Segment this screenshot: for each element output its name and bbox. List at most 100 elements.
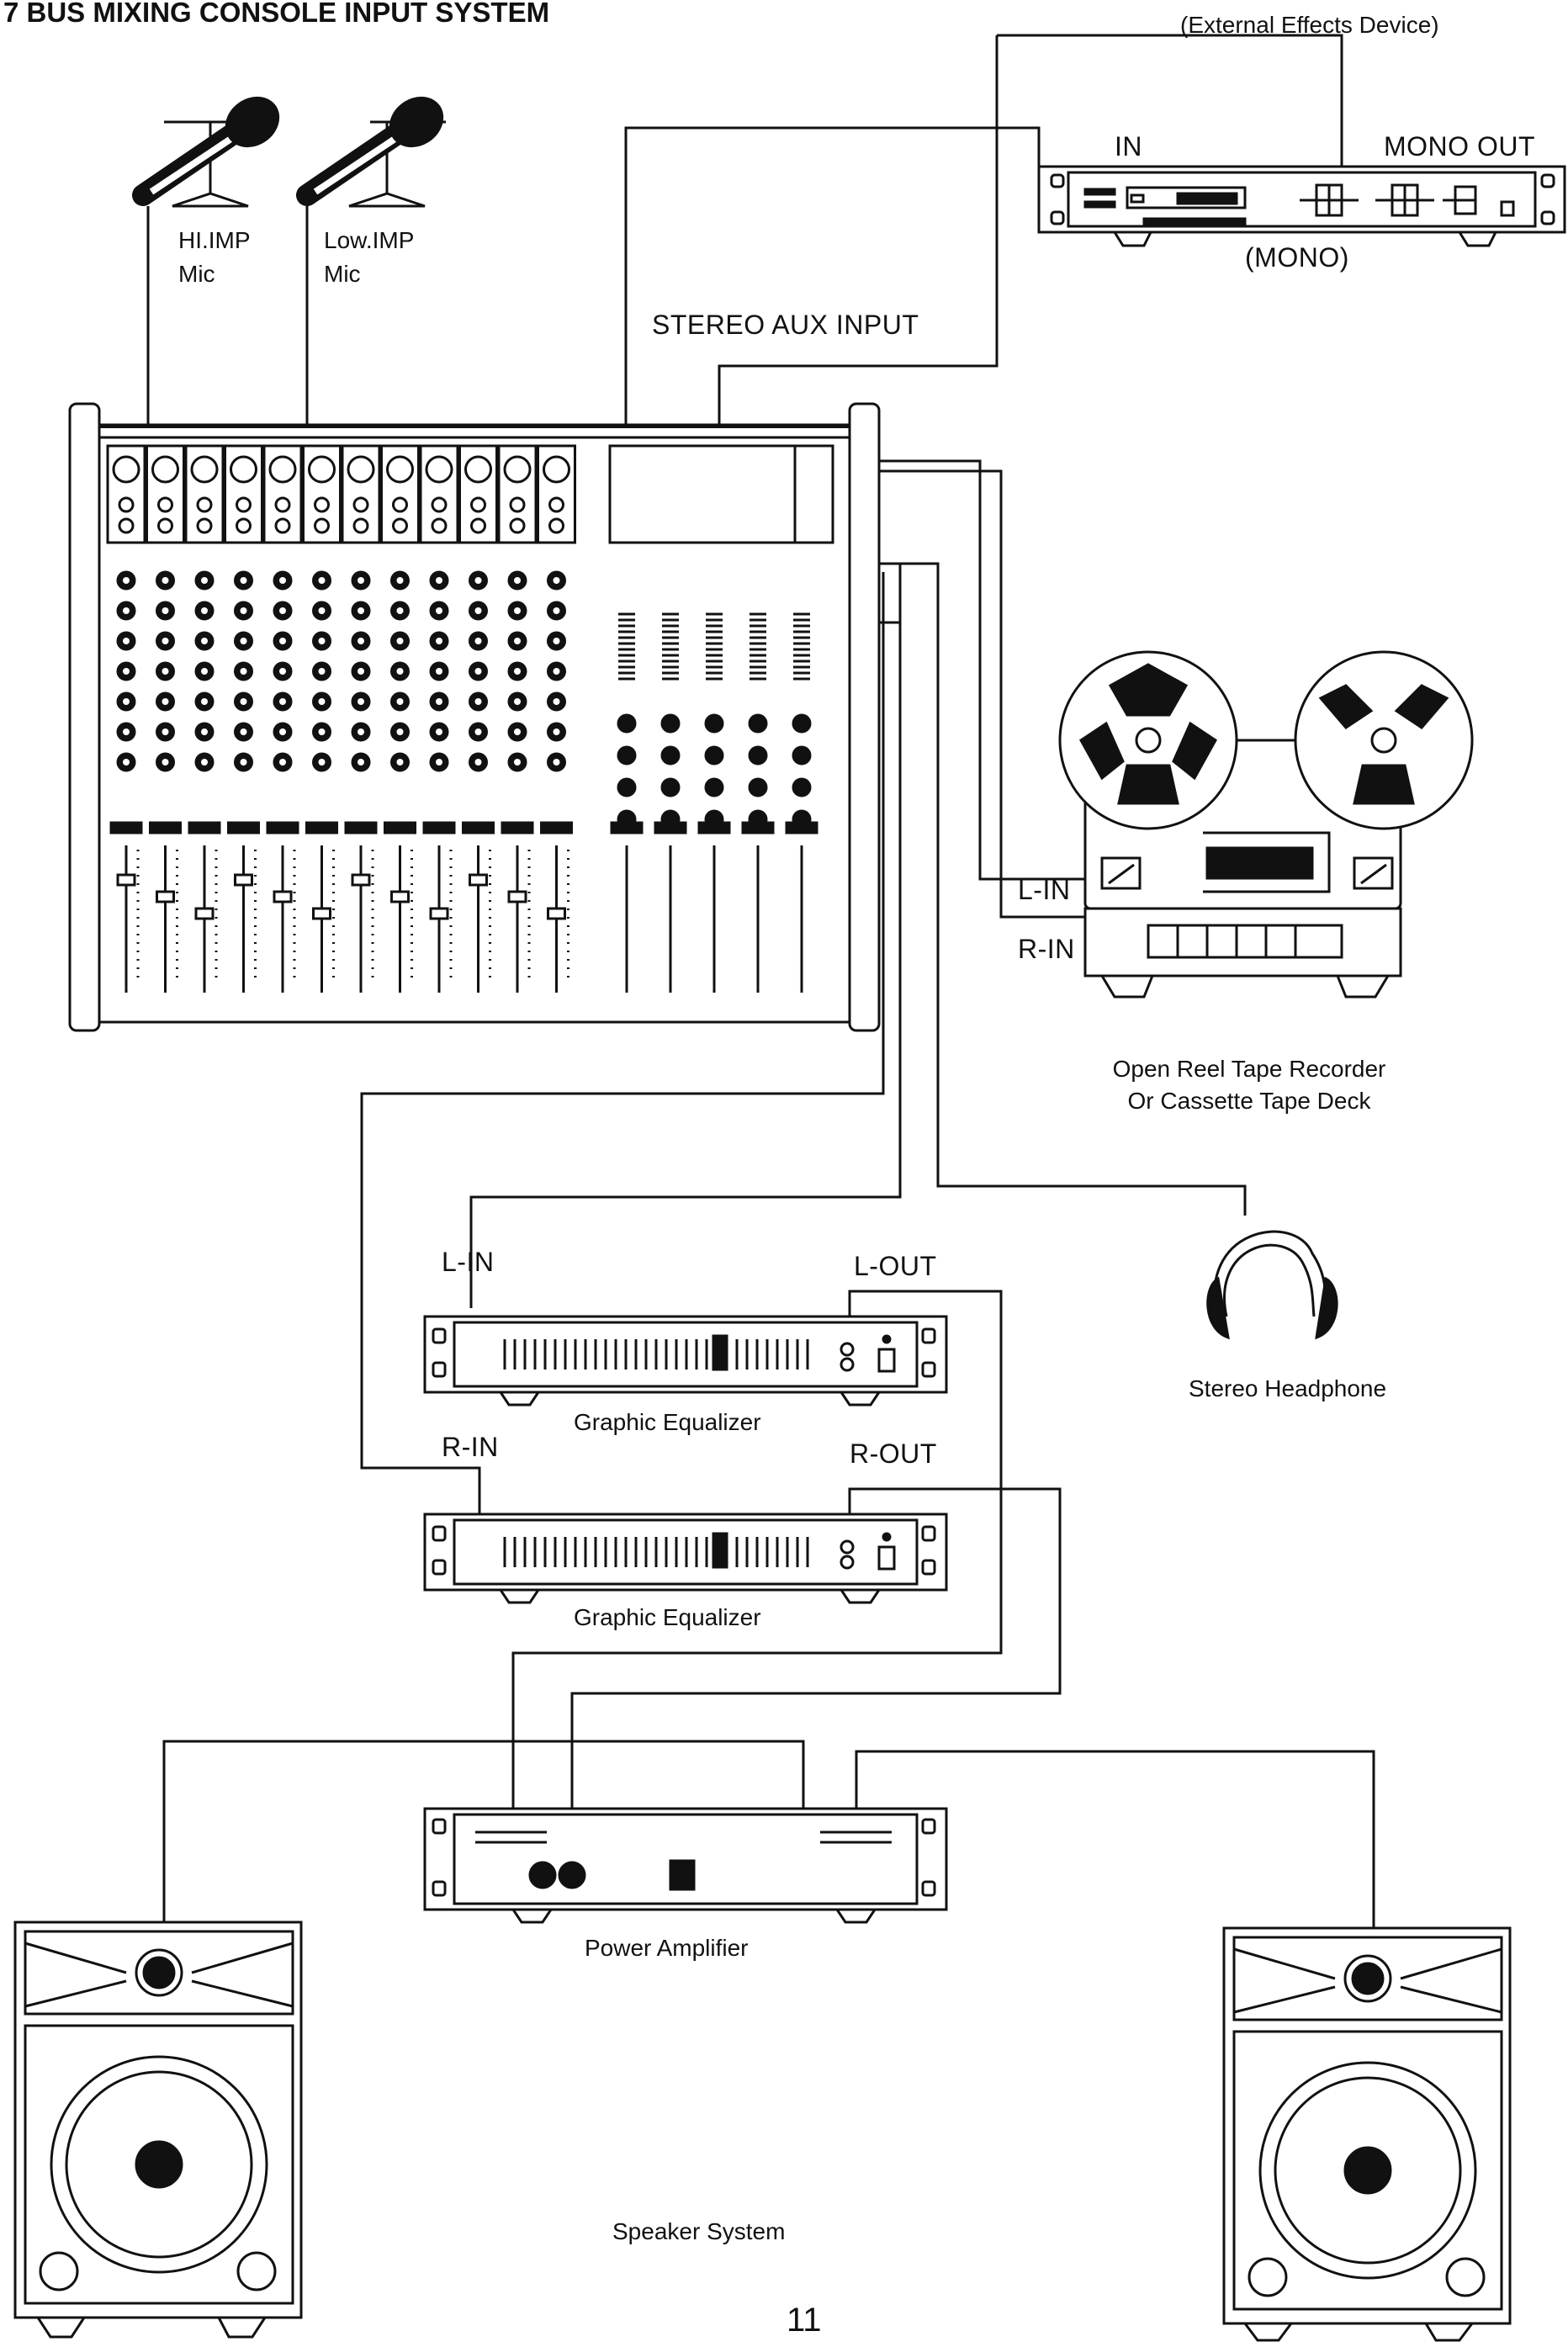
group-knob xyxy=(617,745,637,766)
label-tape-r-in: R-IN xyxy=(1018,934,1075,964)
eq-knob-cap xyxy=(318,728,326,735)
cable-tape-r-in xyxy=(799,469,1085,919)
channel-input-block xyxy=(146,444,185,544)
insert-jack xyxy=(236,517,252,534)
eq-knob-cap xyxy=(396,668,404,675)
eq-knob-cap xyxy=(279,607,286,614)
eq-knob-cap xyxy=(279,577,286,584)
group-knob xyxy=(748,777,768,797)
headphone xyxy=(1206,1230,1338,1340)
label-low-imp-mic: Low.IMP xyxy=(324,227,415,253)
eq-knob-cap xyxy=(318,638,326,644)
channel-input-block xyxy=(419,444,459,544)
eq-knob-cap xyxy=(514,638,521,644)
eq-knob-cap xyxy=(474,577,482,584)
cable-speaker-left xyxy=(162,1740,805,1922)
insert-jack xyxy=(274,517,291,534)
line-jack xyxy=(470,496,486,513)
insert-jack xyxy=(509,517,526,534)
eq-knob-cap xyxy=(201,728,208,735)
insert-jack xyxy=(157,517,173,534)
eq-knob-cap xyxy=(358,698,364,705)
hi-imp-mic xyxy=(132,96,280,208)
eq-knob-cap xyxy=(318,668,326,675)
insert-jack xyxy=(196,517,213,534)
xlr-jack xyxy=(190,455,219,484)
label-eq2-r-in: R-IN xyxy=(442,1432,499,1462)
insert-jack xyxy=(548,517,564,534)
line-jack xyxy=(548,496,564,513)
eq-knob-cap xyxy=(358,607,364,614)
eq-knob-cap xyxy=(553,668,560,675)
label-tape-l-in: L-IN xyxy=(1018,875,1071,905)
xlr-jack xyxy=(386,455,414,484)
channel-mute xyxy=(188,821,221,834)
label-eq1-l-in: L-IN xyxy=(442,1247,495,1277)
channel-input-block xyxy=(184,444,225,544)
eq-knob-cap xyxy=(436,728,442,735)
line-jack xyxy=(392,496,408,513)
fader-cap xyxy=(156,890,175,903)
channel-mute xyxy=(501,821,534,834)
eq-knob-cap xyxy=(201,577,208,584)
xlr-jack xyxy=(268,455,297,484)
xlr-jack xyxy=(464,455,492,484)
fader-cap xyxy=(273,890,293,903)
group-knob xyxy=(792,777,812,797)
eq-knob-cap xyxy=(201,638,208,644)
eq-knob-cap xyxy=(279,668,286,675)
label-amp-caption: Power Amplifier xyxy=(585,1935,749,1961)
xlr-jack xyxy=(503,455,532,484)
label-effects-mono: (MONO) xyxy=(1245,242,1349,273)
group-knob xyxy=(748,713,768,734)
group-knob xyxy=(792,713,812,734)
channel-mute xyxy=(227,821,260,834)
cable-eq-r-out xyxy=(570,1487,1062,1809)
line-jack xyxy=(236,496,252,513)
channel-mute xyxy=(149,821,182,834)
page-title: 7 BUS MIXING CONSOLE INPUT SYSTEM xyxy=(3,0,550,28)
fader-cap xyxy=(312,907,331,920)
eq-knob-cap xyxy=(279,759,286,766)
line-jack xyxy=(118,496,135,513)
insert-jack xyxy=(392,517,408,534)
group-knob xyxy=(617,777,637,797)
eq-knob-cap xyxy=(553,698,560,705)
eq-knob-cap xyxy=(318,607,326,614)
label-eq2-r-out: R-OUT xyxy=(850,1438,937,1469)
eq-knob-cap xyxy=(201,668,208,675)
eq-knob-cap xyxy=(436,607,442,614)
label-effects-mono-out: MONO OUT xyxy=(1384,131,1535,162)
mixing-console xyxy=(68,402,881,1032)
fader-cap xyxy=(429,907,449,920)
xlr-jack xyxy=(230,455,257,484)
eq-knob-cap xyxy=(514,698,521,705)
console-channel-strips xyxy=(109,570,818,993)
eq-knob-cap xyxy=(162,668,169,675)
eq-knob-cap xyxy=(279,638,286,644)
graphic-equalizer-2 xyxy=(423,1513,948,1604)
eq1-sliders xyxy=(503,1339,809,1370)
group-knob xyxy=(704,713,724,734)
eq-knob-cap xyxy=(162,638,169,644)
xlr-jack xyxy=(151,455,179,484)
channel-input-block xyxy=(302,444,342,544)
eq-knob-cap xyxy=(123,577,130,584)
eq-knob-cap xyxy=(358,759,364,766)
fader-cap xyxy=(390,890,410,903)
eq-knob-cap xyxy=(474,698,482,705)
group-mute xyxy=(654,821,687,834)
label-tape-caption-2: Or Cassette Tape Deck xyxy=(1127,1088,1371,1114)
cable-speaker-right xyxy=(855,1750,1375,1928)
eq-knob-cap xyxy=(201,607,208,614)
fader-cap xyxy=(469,873,488,887)
fader-cap xyxy=(351,873,371,887)
eq-knob-cap xyxy=(396,607,404,614)
fader-cap xyxy=(507,890,527,903)
fader-cap xyxy=(547,907,566,920)
eq-knob-cap xyxy=(123,638,130,644)
eq-knob-cap xyxy=(240,577,247,584)
eq-knob-cap xyxy=(514,759,521,766)
low-imp-mic xyxy=(296,96,446,208)
group-knob xyxy=(660,713,681,734)
